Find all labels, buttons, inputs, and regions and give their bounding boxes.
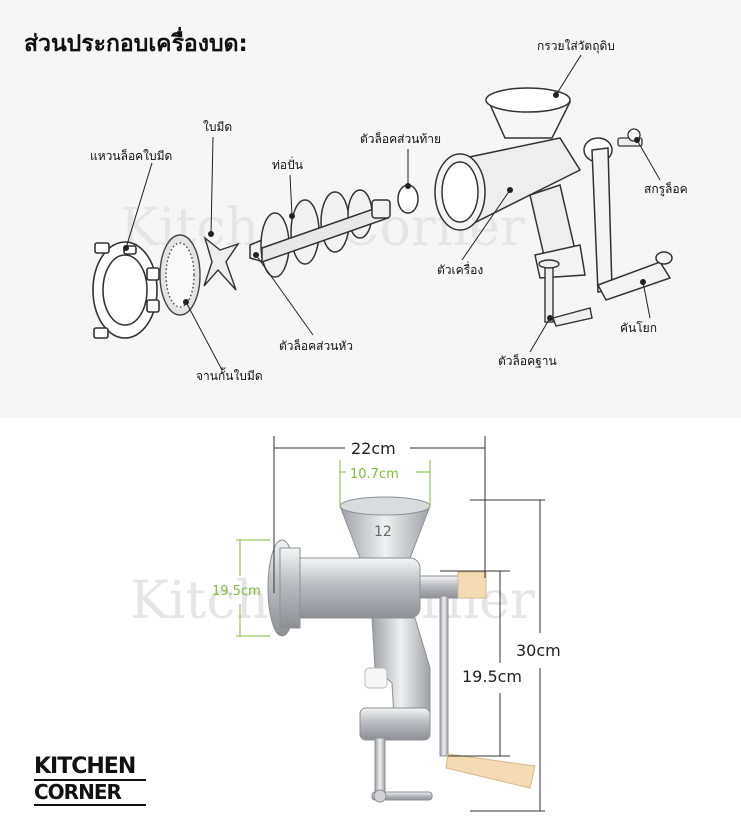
label-blade: ใบมีด <box>203 120 232 134</box>
cutting-plate-drawing <box>159 234 201 316</box>
parts-diagram: Kitchen Corner <box>90 39 688 383</box>
hopper-number: 12 <box>374 524 392 540</box>
dim-handle-length: 19.5cm <box>462 667 522 686</box>
dim-hopper-width: 10.7cm <box>350 467 399 482</box>
label-cutting-plate: จานกั้นใบมีด <box>196 367 263 383</box>
dimension-lines-green <box>236 460 431 637</box>
label-tail-lock: ตัวล็อคส่วนท้าย <box>360 131 441 146</box>
clamp-screw-drawing <box>538 259 593 327</box>
auger-drawing <box>249 189 391 278</box>
brand-logo: KITCHEN CORNER <box>34 756 146 806</box>
brand-line1: KITCHEN <box>34 756 146 781</box>
label-hopper: กรวยใส่วัตถุดิบ <box>537 39 615 54</box>
label-head-lock: ตัวล็อคส่วนหัว <box>279 338 353 353</box>
brand-line2: CORNER <box>34 781 146 806</box>
dimension-panel: Kitchen Corner 12 <box>0 418 741 834</box>
grinder-photo: 12 <box>267 496 536 803</box>
label-auger: ท่อปั่น <box>272 156 303 172</box>
dimension-diagram: Kitchen Corner 12 <box>130 436 561 812</box>
label-lock-ring: แหวนล็อคใบมีด <box>90 148 172 163</box>
tail-ring-drawing <box>397 184 419 214</box>
dim-head-diameter: 19.5cm <box>212 584 261 599</box>
label-body: ตัวเครื่อง <box>437 261 483 277</box>
dim-total-height: 30cm <box>516 641 561 660</box>
leader-dots <box>123 92 646 321</box>
crank-drawing <box>591 147 673 301</box>
label-base-lock: ตัวล็อคฐาน <box>498 353 557 368</box>
parts-diagram-panel: ส่วนประกอบเครื่องบด: Kitchen Corner <box>24 31 688 383</box>
label-bolt: สกรูล็อค <box>644 181 688 197</box>
leader-lines <box>125 54 661 371</box>
dimension-lines <box>273 436 545 812</box>
blade-drawing <box>203 236 240 291</box>
page-title: ส่วนประกอบเครื่องบด: <box>24 31 248 57</box>
label-handle: คันโยก <box>620 321 657 335</box>
dim-total-width: 22cm <box>351 439 396 458</box>
